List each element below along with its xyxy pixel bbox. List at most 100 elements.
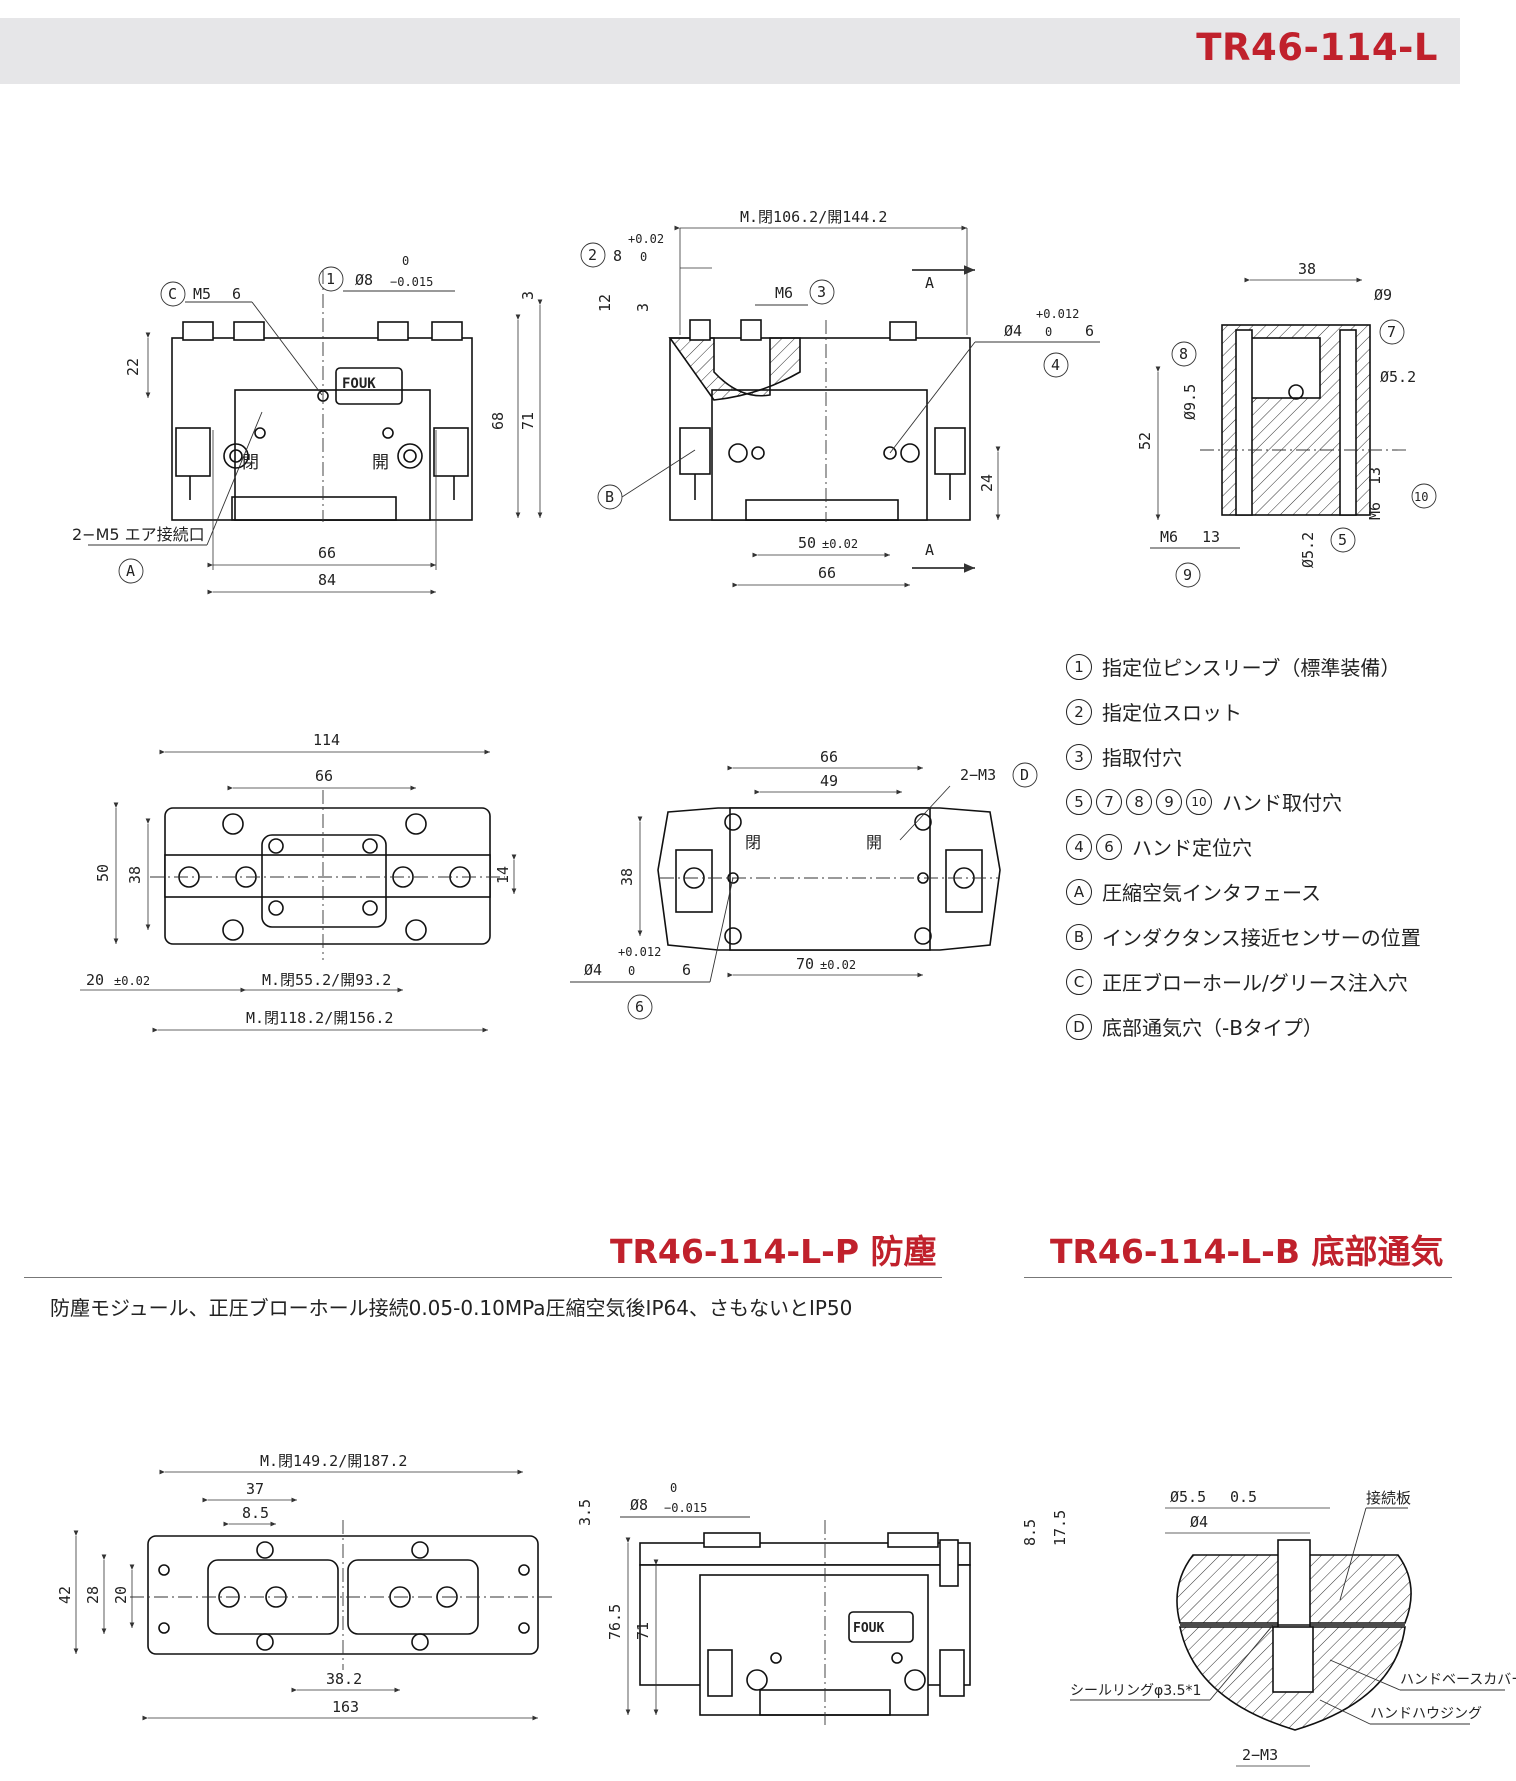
b-cover: ハンドベースカバー [1400, 1672, 1516, 1688]
front-callout-c: C [168, 285, 177, 303]
b-detail: Ø5.5 0.5 Ø4 接続板 シールリングφ3.5*1 ハンドベースカバー ハ… [1070, 1488, 1516, 1767]
side-sec-a-bottom: A [925, 541, 934, 559]
p-logo: FOUK [853, 1621, 884, 1636]
bot-callout-d: D [1020, 766, 1029, 784]
p-tol-0: 0 [670, 1481, 677, 1495]
side-dim-12: 12 [596, 294, 614, 312]
p-dim-28: 28 [84, 1586, 102, 1604]
p-dim-20: 20 [112, 1586, 130, 1604]
p-dim-42: 42 [56, 1586, 74, 1604]
legend-text: 圧縮空気インタフェース [1102, 881, 1321, 905]
legend-item: 5 7 8 9 10 ハンド取付穴 [1066, 779, 1486, 824]
sec-m6-bottom: M6 [1160, 528, 1178, 546]
sec-13-side: 13 [1366, 467, 1384, 485]
marker-9: 9 [1156, 788, 1182, 815]
legend-text: インダクタンス接近センサーの位置 [1102, 926, 1421, 950]
bot-dim-66: 66 [820, 748, 838, 766]
marker-4: 4 [1066, 833, 1092, 860]
header-bar: TR46-114-L [0, 18, 1460, 84]
b-phi55: Ø5.5 [1170, 1488, 1206, 1506]
top-stroke-1: M.閉55.2/開93.2 [262, 971, 391, 989]
marker-5: 5 [1066, 788, 1092, 815]
legend-item: 1 指定位ピンスリーブ（標準装備） [1066, 644, 1486, 689]
section-p-title: TR46-114-L-P 防塵 [610, 1232, 937, 1271]
legend-item: 4 6 ハンド定位穴 [1066, 824, 1486, 869]
front-phi8: Ø8 [355, 271, 373, 289]
bot-dim-70: 70 [796, 955, 814, 973]
front-m5: M5 [193, 285, 211, 303]
front-dim-71: 71 [519, 412, 537, 430]
side-callout-b: B [605, 488, 614, 506]
sec-13-bottom: 13 [1202, 528, 1220, 546]
sec-callout-9: 9 [1183, 566, 1192, 584]
marker-b: B [1066, 923, 1092, 950]
side-phi4: Ø4 [1004, 322, 1022, 340]
marker-a: A [1066, 878, 1092, 905]
bot-tol-70: ±0.02 [820, 958, 856, 972]
front-callout-1: 1 [326, 270, 335, 288]
bot-close: 閉 [745, 833, 761, 852]
p-dim-85: 8.5 [242, 1504, 269, 1522]
section-p-rule [24, 1277, 942, 1278]
bot-dim-38: 38 [618, 868, 636, 886]
legend-text: ハンド定位穴 [1132, 836, 1252, 860]
top-dim-38: 38 [126, 866, 144, 884]
side-callout-3: 3 [817, 283, 826, 301]
sec-phi9: Ø9 [1374, 286, 1392, 304]
side-stroke: M.閉106.2/開144.2 [740, 208, 887, 226]
p-dim-175: 17.5 [1051, 1510, 1069, 1546]
front-dim-66: 66 [318, 544, 336, 562]
legend-text: 正圧ブローホール/グリース注入穴 [1102, 971, 1408, 995]
sec-callout-5: 5 [1338, 531, 1347, 549]
legend-item: A 圧縮空気インタフェース [1066, 869, 1486, 914]
bot-dim-49: 49 [820, 772, 838, 790]
legend-item: 2 指定位スロット [1066, 689, 1486, 734]
bot-phi4: Ø4 [584, 961, 602, 979]
marker-1: 1 [1066, 653, 1092, 680]
side-eight: 8 [613, 247, 622, 265]
p-dim-37: 37 [246, 1480, 264, 1498]
bot-callout-6: 6 [635, 998, 644, 1016]
side-callout-2: 2 [588, 246, 597, 264]
front-view: FOUK 66 84 68 71 3 22 C M5 6 1 Ø8 0 −0.0… [72, 254, 543, 595]
bot-depth6: 6 [682, 961, 691, 979]
front-callout-a: A [126, 562, 135, 580]
front-depth-6: 6 [232, 285, 241, 303]
side-dim-66: 66 [818, 564, 836, 582]
section-b-rule [1024, 1277, 1452, 1278]
bottom-view: 66 49 2−M3 D 38 閉 開 Ø4 +0.012 0 6 70 ±0.… [570, 748, 1038, 1020]
p-dim-35: 3.5 [576, 1499, 594, 1526]
legend-item: D 底部通気穴（-Bタイプ） [1066, 1004, 1486, 1049]
side-view: M.閉106.2/開144.2 2 +0.02 8 0 12 3 M6 3 A … [580, 208, 1100, 588]
side-callout-4: 4 [1051, 356, 1060, 374]
section-view: 38 Ø9 7 8 Ø5.2 Ø9.5 52 M6 13 10 M6 13 Ø5… [1136, 260, 1437, 588]
marker-8: 8 [1126, 788, 1152, 815]
sec-dim-38: 38 [1298, 260, 1316, 278]
p-stroke: M.閉149.2/開187.2 [260, 1452, 407, 1470]
sec-phi52-bottom: Ø5.2 [1299, 532, 1317, 568]
b-m3: 2−M3 [1242, 1746, 1278, 1764]
b-phi4: Ø4 [1190, 1513, 1208, 1531]
top-stroke-2: M.閉118.2/開156.2 [246, 1009, 393, 1027]
front-dim-68: 68 [489, 412, 507, 430]
side-tol-0: 0 [640, 250, 647, 264]
side-tol-50: ±0.02 [822, 537, 858, 551]
marker-6: 6 [1096, 833, 1122, 860]
b-housing: ハンドハウジング [1370, 1706, 1482, 1722]
legend: 1 指定位ピンスリーブ（標準装備） 2 指定位スロット 3 指取付穴 5 7 8… [1066, 644, 1486, 1049]
side-tol-plus: +0.02 [628, 232, 664, 246]
top-dim-66: 66 [315, 767, 333, 785]
sec-dim-52: 52 [1136, 432, 1154, 450]
side-dim-3: 3 [634, 303, 652, 312]
front-tol-0: 0 [402, 254, 409, 268]
marker-7: 7 [1096, 788, 1122, 815]
legend-text: 指取付穴 [1102, 746, 1182, 770]
top-dim-20: 20 [86, 971, 104, 989]
legend-item: C 正圧ブローホール/グリース注入穴 [1066, 959, 1486, 1004]
bot-open: 開 [866, 833, 882, 852]
p-dim-85: 8.5 [1021, 1519, 1039, 1546]
side-sec-a-top: A [925, 274, 934, 292]
marker-c: C [1066, 968, 1092, 995]
p-dim-765: 76.5 [606, 1604, 624, 1640]
